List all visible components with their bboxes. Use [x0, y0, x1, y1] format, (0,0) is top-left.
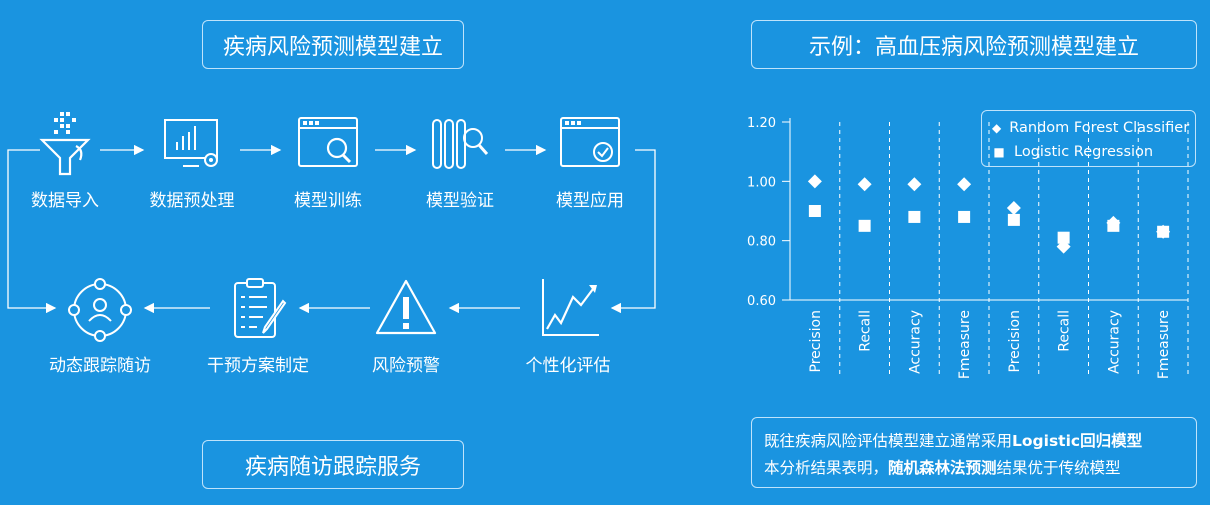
diamond-icon: ◆: [992, 121, 1002, 135]
x-category-label: Recall: [858, 310, 874, 352]
step-label: 模型验证: [426, 191, 494, 211]
x-category-label: Precision: [1007, 310, 1023, 372]
x-category-label: Fmeasure: [957, 310, 973, 379]
window-check-icon: [560, 117, 620, 167]
y-tick-label: 1.00: [747, 175, 776, 190]
legend-label: Logistic Regression: [1014, 144, 1154, 160]
rf-point: [907, 177, 922, 192]
warning-triangle-icon: [375, 279, 437, 335]
lr-point: [858, 219, 871, 232]
rf-point: [1156, 224, 1171, 239]
y-tick-label: 0.60: [747, 294, 776, 309]
step-label: 数据导入: [31, 191, 99, 211]
flow-title: 疾病风险预测模型建立: [202, 20, 464, 69]
example-title: 示例：高血压病风险预测模型建立: [751, 20, 1197, 69]
lr-point: [1007, 213, 1020, 226]
step-label: 数据预处理: [149, 191, 235, 211]
step-label: 动态跟踪随访: [49, 356, 151, 376]
note-line-1: 既往疾病风险评估模型建立通常采用Logistic回归模型: [764, 428, 1184, 455]
funnel-icon: [39, 112, 91, 176]
clipboard-pen-icon: [234, 278, 287, 338]
rf-point: [1006, 201, 1021, 216]
step-model-training: 模型训练: [268, 110, 388, 211]
square-icon: ■: [993, 145, 1005, 159]
step-data-import: 数据导入: [5, 110, 125, 211]
x-category-label: Recall: [1057, 310, 1073, 352]
legend-item-rf: ◆ Random Forest Classifier: [992, 116, 1189, 140]
lr-point: [908, 210, 921, 223]
note-text: 结果优于传统模型: [996, 459, 1121, 477]
step-dynamic-follow-up: 动态跟踪随访: [40, 275, 160, 376]
step-label: 模型应用: [556, 191, 624, 211]
x-category-label: Fmeasure: [1156, 310, 1172, 379]
y-tick-label: 0.80: [747, 235, 776, 250]
step-label: 模型训练: [294, 191, 362, 211]
user-cycle-icon: [68, 278, 132, 342]
window-search-icon: [298, 117, 358, 167]
x-category-label: Precision: [808, 310, 824, 372]
trend-chart-icon: [542, 279, 599, 336]
lr-point: [1157, 225, 1170, 238]
lr-point: [808, 205, 821, 217]
y-tick-label: 1.20: [747, 116, 776, 131]
step-risk-warning: 风险预警: [346, 275, 466, 376]
rf-point: [857, 177, 872, 192]
bars-magnifier-icon: [432, 119, 489, 169]
rf-point: [1106, 215, 1121, 230]
x-category-label: Accuracy: [907, 310, 923, 374]
step-personal-assessment: 个性化评估: [508, 275, 628, 376]
step-label: 干预方案制定: [207, 356, 309, 376]
step-model-application: 模型应用: [530, 110, 650, 211]
chart-legend: ◆ Random Forest Classifier ■ Logistic Re…: [981, 110, 1196, 167]
note-bold: 随机森林法预测: [888, 459, 997, 477]
step-label: 个性化评估: [525, 356, 611, 376]
monitor-chart-icon: [164, 119, 218, 167]
rf-point: [957, 177, 972, 192]
step-model-validation: 模型验证: [400, 110, 520, 211]
step-preprocess: 数据预处理: [132, 110, 252, 211]
step-intervention-plan: 干预方案制定: [198, 275, 318, 376]
rf-point: [807, 174, 822, 189]
rf-point: [1056, 239, 1071, 254]
lr-point: [1057, 231, 1070, 244]
step-label: 风险预警: [372, 356, 440, 376]
legend-item-lr: ■ Logistic Regression: [992, 140, 1185, 164]
conclusion-note: 既往疾病风险评估模型建立通常采用Logistic回归模型 本分析结果表明，随机森…: [751, 417, 1197, 488]
lr-point: [958, 210, 971, 223]
note-bold: Logistic回归模型: [1012, 432, 1143, 450]
note-line-2: 本分析结果表明，随机森林法预测结果优于传统模型: [764, 455, 1184, 482]
note-text: 既往疾病风险评估模型建立通常采用: [764, 432, 1013, 450]
follow-up-title: 疾病随访跟踪服务: [202, 440, 464, 489]
lr-point: [1107, 219, 1120, 232]
x-category-label: Accuracy: [1106, 310, 1122, 374]
note-text: 本分析结果表明，: [764, 459, 889, 477]
legend-label: Random Forest Classifier: [1009, 120, 1190, 136]
